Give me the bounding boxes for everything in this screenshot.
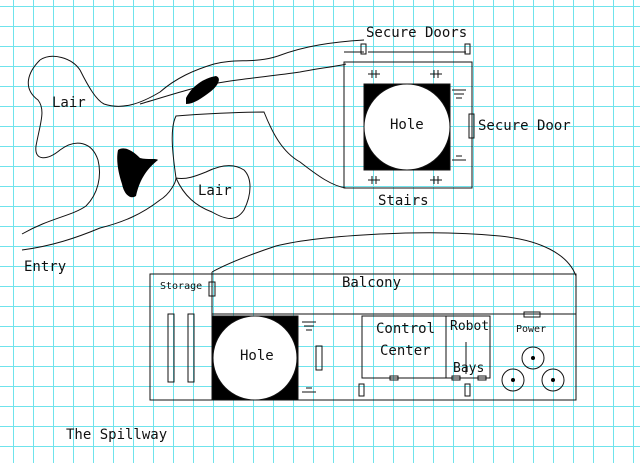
power-generator-1 <box>521 346 545 370</box>
lower-ceiling <box>211 232 577 277</box>
cave-outline-bottom <box>21 177 177 251</box>
label-bays: Bays <box>453 361 485 376</box>
cave-tunnel-lower <box>171 111 347 189</box>
secure-door-top-left <box>360 43 367 55</box>
power-generator-2 <box>501 368 525 392</box>
rock-blob-lower <box>117 148 158 198</box>
upper-room <box>343 61 473 189</box>
label-storage: Storage <box>160 281 203 292</box>
label-robot: Robot <box>450 319 490 334</box>
power-generator-3 <box>541 368 565 392</box>
storage-door <box>208 281 216 297</box>
cave-outline-left <box>21 59 100 235</box>
label-power: Power <box>516 324 547 335</box>
lower-hall <box>149 273 577 401</box>
label-lair-left: Lair <box>52 95 86 111</box>
label-lair-right: Lair <box>198 183 232 199</box>
storage-tube-left <box>167 313 175 383</box>
label-stairs: Stairs <box>378 193 429 209</box>
hole-lower-circle <box>212 315 298 401</box>
label-entry: Entry <box>24 259 67 275</box>
label-hole-lower: Hole <box>240 348 274 364</box>
rock-blob-upper <box>186 76 219 104</box>
secure-door-top-right <box>464 43 471 55</box>
cave-tunnel-upper <box>139 63 347 105</box>
label-center: Center <box>380 343 431 359</box>
label-secure-doors: Secure Doors <box>366 25 468 41</box>
cave-outline-top <box>39 39 365 107</box>
label-secure-door: Secure Door <box>478 118 571 134</box>
label-hole-upper: Hole <box>390 117 424 133</box>
label-control: Control <box>376 321 436 337</box>
hole-upper-circle <box>363 83 451 171</box>
label-balcony: Balcony <box>342 275 402 291</box>
map-caption: The Spillway <box>66 427 168 443</box>
secure-door-right <box>468 113 475 139</box>
lair-right-outline <box>175 165 251 219</box>
control-center-room <box>361 315 491 379</box>
storage-tube-right <box>187 313 195 383</box>
